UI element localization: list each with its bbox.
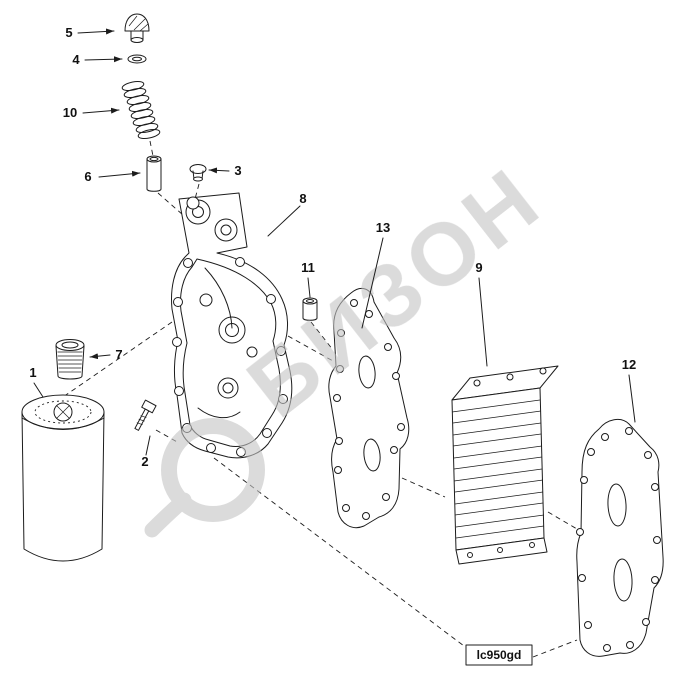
part-4-washer xyxy=(127,54,147,64)
watermark-logo xyxy=(144,418,265,538)
part-label-7: 7 xyxy=(115,347,122,362)
part-label-2: 2 xyxy=(141,454,148,469)
part-13-gasket xyxy=(328,287,410,529)
part-label-10: 10 xyxy=(63,105,77,120)
part-label-1: 1 xyxy=(29,365,36,380)
assembly-axis-lines xyxy=(62,140,578,658)
part-1-oil-filter xyxy=(21,394,105,562)
part-label-4: 4 xyxy=(72,52,80,67)
part-9-cooler-core xyxy=(451,365,559,565)
part-label-13: 13 xyxy=(376,220,390,235)
part-6-plunger xyxy=(146,155,162,192)
part-labels: 5 4 10 6 3 8 13 11 9 12 7 1 2 xyxy=(29,25,636,469)
part-2-bolt xyxy=(134,399,157,431)
part-label-11: 11 xyxy=(301,260,315,275)
part-10-spring xyxy=(121,80,161,140)
figure-code: lc950gd xyxy=(477,648,522,662)
part-label-3: 3 xyxy=(234,163,241,178)
part-label-6: 6 xyxy=(84,169,91,184)
part-7-threaded-nipple xyxy=(55,339,85,380)
part-label-12: 12 xyxy=(622,357,636,372)
part-label-9: 9 xyxy=(475,260,482,275)
leader-lines xyxy=(33,28,636,456)
part-5-cap-plug xyxy=(124,13,150,43)
figure-code-box: lc950gd xyxy=(465,644,533,666)
part-label-5: 5 xyxy=(65,25,72,40)
part-3-plug xyxy=(189,164,207,182)
part-12-gasket xyxy=(576,418,664,657)
part-11-bushing xyxy=(302,297,318,321)
part-label-8: 8 xyxy=(299,191,306,206)
